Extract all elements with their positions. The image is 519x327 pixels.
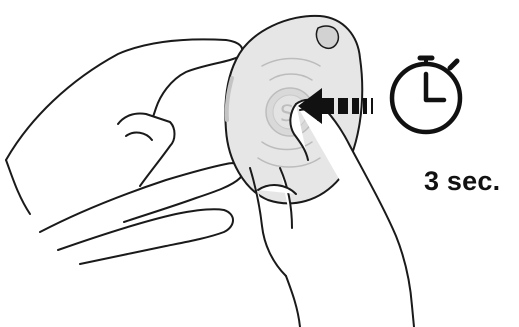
- duration-label: 3 sec.: [424, 166, 500, 197]
- hand-left-icon: [6, 39, 242, 264]
- stopwatch-icon: [392, 58, 460, 132]
